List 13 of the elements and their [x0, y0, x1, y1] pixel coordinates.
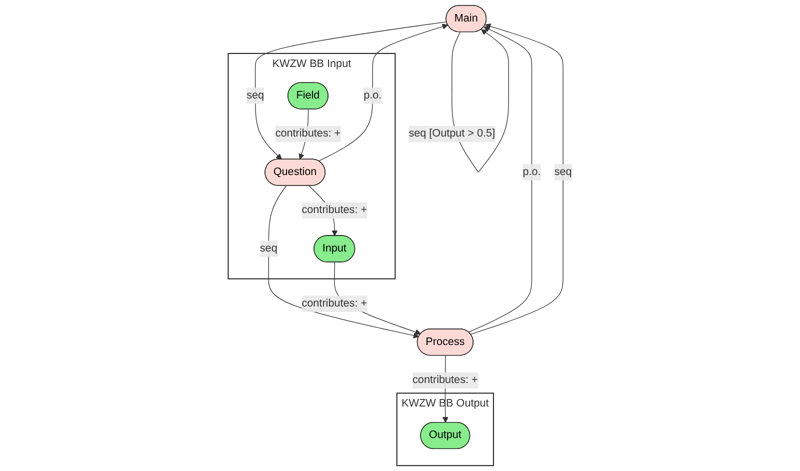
- edge-label: contributes: +: [412, 374, 478, 386]
- edge-label: p.o.: [522, 166, 541, 178]
- edge-label: seq: [554, 166, 572, 178]
- edge-label: contributes: +: [275, 128, 341, 140]
- edge-label: seq: [246, 90, 264, 102]
- edge-label: seq: [260, 242, 278, 254]
- edge-label: p.o.: [364, 90, 382, 102]
- arrow: [468, 26, 532, 333]
- edge-label: contributes: +: [302, 204, 368, 216]
- edge-label: seq [Output > 0.5]: [408, 128, 496, 140]
- edge-label: contributes: +: [302, 298, 368, 310]
- arrow: [470, 24, 564, 335]
- arrow: [318, 24, 448, 162]
